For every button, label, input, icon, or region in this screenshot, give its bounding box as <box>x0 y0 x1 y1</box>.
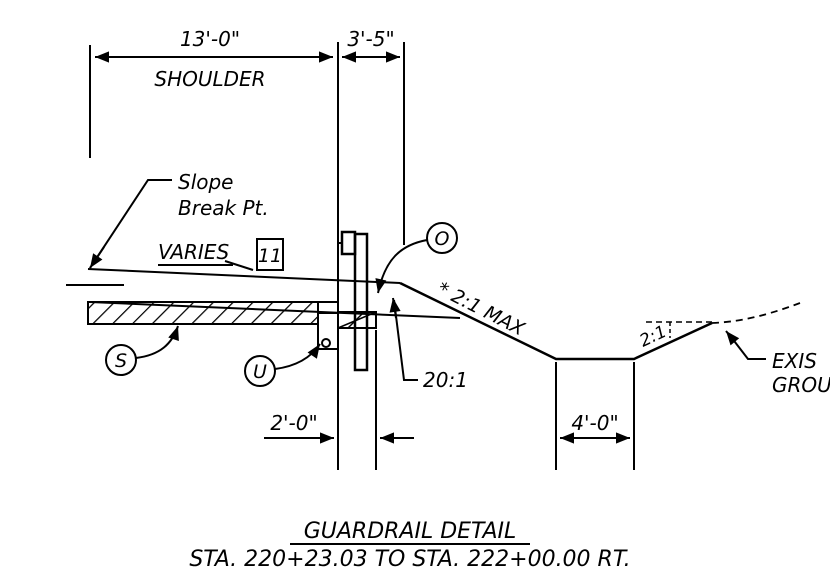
note-o-circle <box>426 222 458 254</box>
post-setback-dimension: 2'-0" <box>264 330 414 470</box>
title-line-2: STA. 220+23.03 TO STA. 222+00.00 RT. <box>189 547 630 572</box>
varies-label: VARIES 11 <box>158 238 284 271</box>
note-u-text: U <box>253 361 267 383</box>
back-slope-label: 2:1 <box>637 322 670 352</box>
fill-slope-label: * 2:1 MAX <box>434 278 529 341</box>
shoulder-surface <box>66 268 461 329</box>
note-s-callout: S <box>105 325 179 376</box>
existing-text-2: GROU <box>772 373 830 397</box>
note-u-circle <box>244 355 276 387</box>
existing-ground-callout: EXIS GROU <box>725 330 830 397</box>
ditch-bottom-dimension: 4'-0" <box>555 362 635 470</box>
post-offset-dimension: 3'-5" <box>342 27 405 245</box>
varies-text: VARIES <box>158 240 229 264</box>
ground-profile <box>399 281 801 361</box>
note-box-11-text: 11 <box>258 245 282 267</box>
pavement-section-hatch <box>87 301 319 325</box>
existing-text-1: EXIS <box>772 349 817 373</box>
note-s-circle <box>105 344 137 376</box>
note-s-text: S <box>115 350 127 372</box>
note-box-11 <box>256 238 284 271</box>
post-setback-label: 2'-0" <box>270 411 317 435</box>
slope-break-text-1: Slope <box>178 170 234 194</box>
anchor-block <box>317 312 339 350</box>
flat-slope-text: 20:1 <box>423 368 468 392</box>
post-offset-label: 3'-5" <box>347 27 394 51</box>
note-u-callout: U <box>244 343 321 387</box>
shoulder-dimension: 13'-0" SHOULDER <box>89 27 339 470</box>
title-line-1: GUARDRAIL DETAIL <box>304 519 517 544</box>
note-o-text: O <box>435 228 450 250</box>
shoulder-label: SHOULDER <box>154 67 265 91</box>
flat-slope-callout: 20:1 <box>389 297 468 392</box>
ditch-bottom-label: 4'-0" <box>571 411 618 435</box>
slope-break-callout: Slope Break Pt. <box>89 170 269 269</box>
shoulder-width-label: 13'-0" <box>180 27 240 51</box>
guardrail-post <box>317 230 369 372</box>
detail-title: GUARDRAIL DETAIL STA. 220+23.03 TO STA. … <box>189 519 630 572</box>
slope-break-text-2: Break Pt. <box>178 196 269 220</box>
note-o-callout: O <box>375 222 458 294</box>
